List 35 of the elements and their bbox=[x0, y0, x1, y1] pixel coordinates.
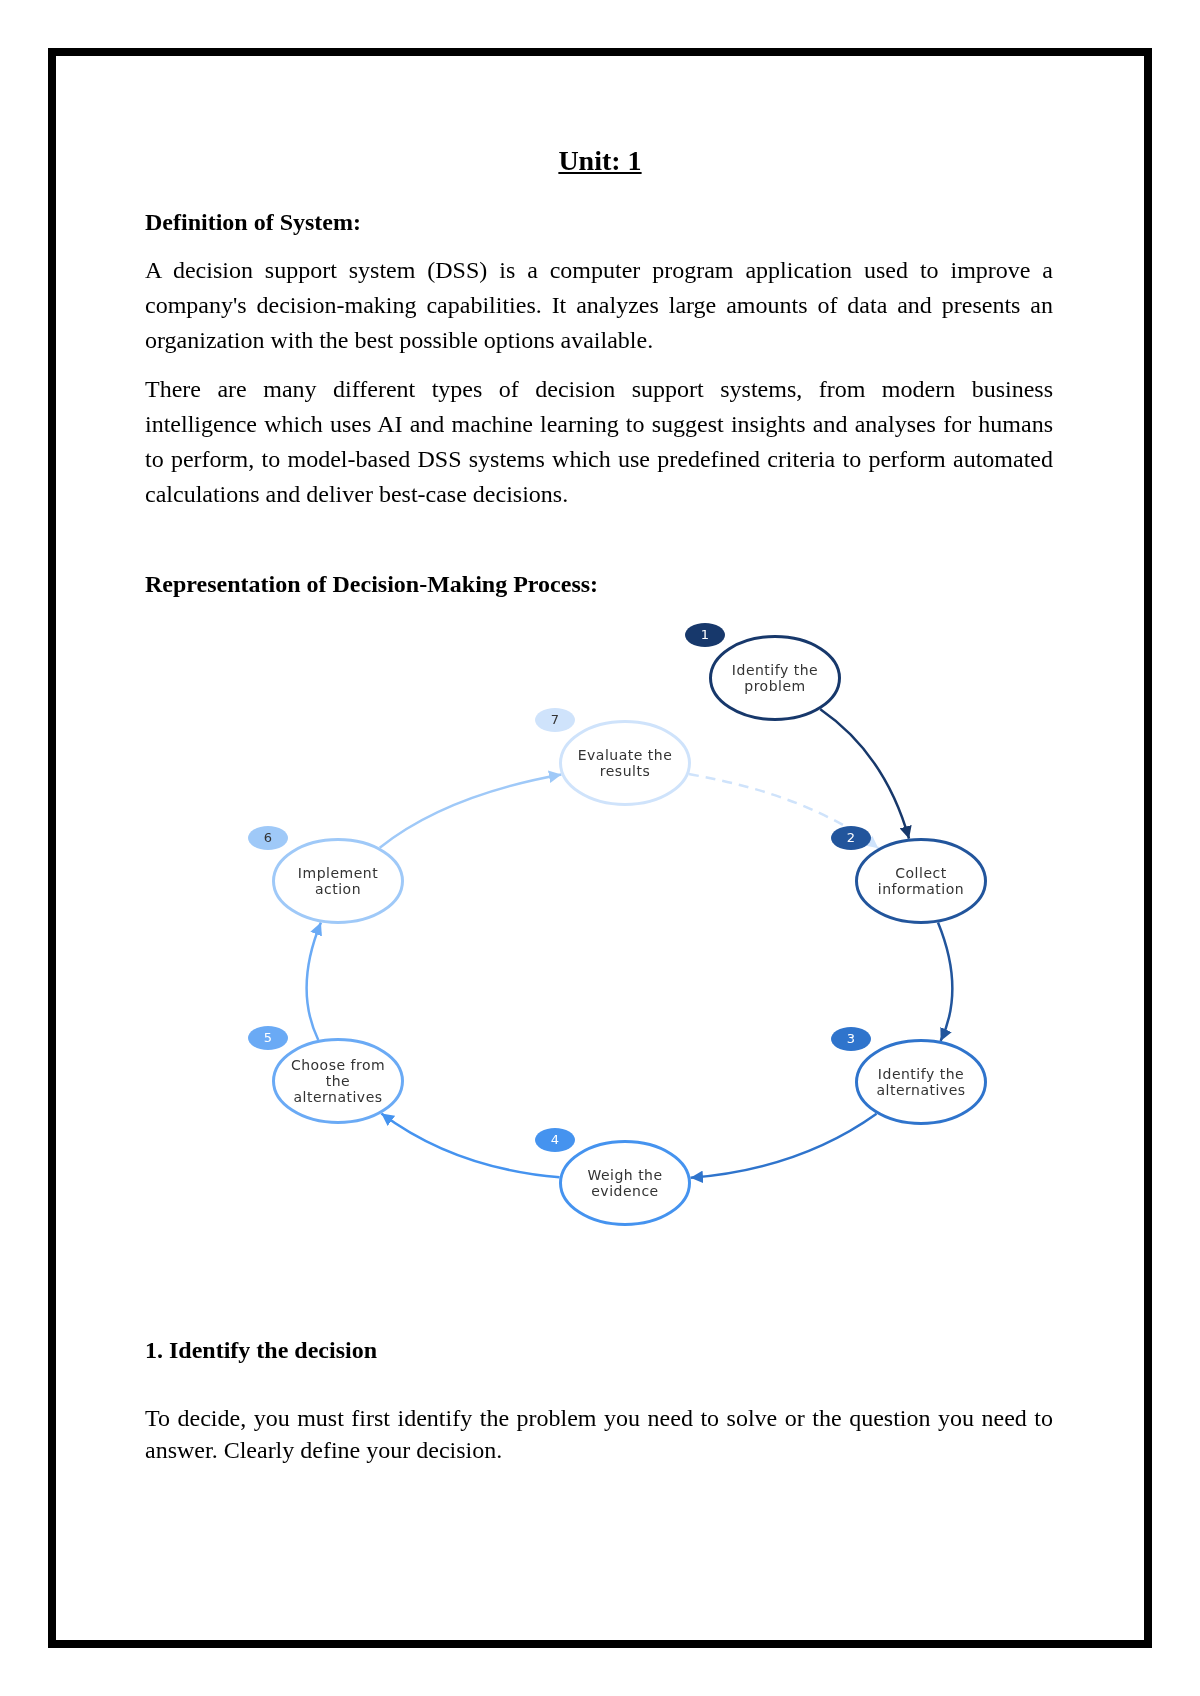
paragraph: A decision support system (DSS) is a computer program application used to improve a company's decision-making capabilities. It analyzes large amounts of data and presents an organization with the best possible options available. bbox=[145, 256, 1053, 355]
step-circle bbox=[559, 1140, 691, 1226]
step-number-badge: 7 bbox=[535, 708, 575, 732]
section-heading: Definition of System: bbox=[145, 208, 362, 237]
step-number-badge: 4 bbox=[535, 1128, 575, 1152]
page-title: Unit: 1 bbox=[558, 145, 642, 176]
step-circle bbox=[272, 1038, 404, 1124]
arrow bbox=[305, 922, 323, 1041]
step-circle bbox=[855, 1039, 987, 1125]
arrow bbox=[690, 1112, 878, 1183]
step-number-badge: 5 bbox=[248, 1026, 288, 1050]
step-circle bbox=[559, 720, 691, 806]
arrow bbox=[380, 1112, 560, 1179]
step-label: Choose from the alternatives bbox=[289, 1057, 387, 1105]
step-label: Evaluate the results bbox=[576, 747, 674, 779]
step-number-badge: 1 bbox=[685, 623, 725, 647]
step-circle bbox=[272, 838, 404, 924]
step-number-badge: 2 bbox=[831, 826, 871, 850]
step-circle bbox=[855, 838, 987, 924]
step-label: Implement action bbox=[296, 865, 380, 897]
arrow bbox=[379, 770, 562, 849]
section-heading: 1. Identify the decision bbox=[145, 1336, 378, 1365]
dashed-arrow bbox=[688, 772, 880, 850]
step-number-badge: 3 bbox=[831, 1027, 871, 1051]
step-circle bbox=[709, 635, 841, 721]
arrow bbox=[819, 708, 912, 840]
step-number-badge: 6 bbox=[248, 826, 288, 850]
paragraph: To decide, you must first identify the problem you need to solve or the question you need to answer. Clearly define your decision. bbox=[145, 1404, 1053, 1465]
step-label: Identify the alternatives bbox=[875, 1066, 967, 1098]
step-label: Weigh the evidence bbox=[586, 1167, 664, 1199]
step-label: Collect information bbox=[876, 865, 966, 897]
step-label: Identify the problem bbox=[730, 662, 820, 694]
arrow bbox=[936, 922, 954, 1042]
paragraph: There are many different types of decision support systems, from modern business intelligence which uses AI and machine learning to suggest insights and analyses for humans to perform, to model-based DSS systems which use predefined criteria to perform automated calculations and deliver best-case decisions. bbox=[145, 375, 1053, 509]
section-heading: Representation of Decision-Making Process: bbox=[145, 570, 600, 599]
